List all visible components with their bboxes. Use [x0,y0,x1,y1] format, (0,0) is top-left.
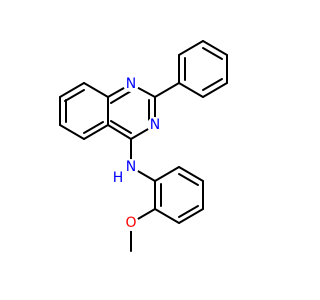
bond [202,82,228,98]
bond [178,40,204,56]
atom-labels: N N N H O [111,76,163,231]
bond [154,82,180,98]
bonds [59,40,228,252]
bond [178,208,204,224]
bond [59,82,85,98]
bond-double [178,205,199,218]
bond-double [202,78,223,91]
bond [59,124,85,140]
bond [154,208,180,224]
amine-nitrogen-label: N [126,159,136,175]
bond [178,82,204,98]
bond [83,124,109,140]
bond [83,82,109,98]
bond-double [64,89,85,102]
nitrogen-atom-label: N [150,117,160,133]
bond [107,124,132,140]
bond [154,166,180,182]
bond-double [110,90,132,104]
oxygen-atom-label: O [125,215,136,231]
molecule-structure-canvas: N N N H O [59,40,228,252]
amine-hydrogen-label: H [113,170,124,186]
bond-double [110,120,132,134]
bond [178,166,204,182]
bond-double [178,173,199,186]
bond [202,40,228,56]
bond-double [202,47,223,60]
bond-double [83,121,104,134]
nitrogen-atom-label: N [126,76,136,92]
